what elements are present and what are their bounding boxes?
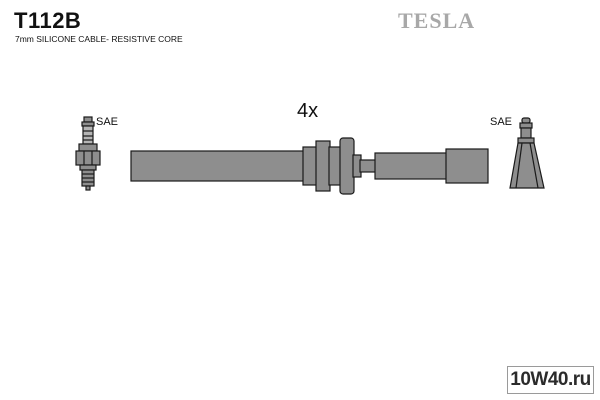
- cable-sleeve: [374, 152, 448, 180]
- ignition-cable: [130, 137, 489, 195]
- quantity-label: 4x: [297, 100, 319, 122]
- spark-plug-icon: [75, 116, 101, 191]
- right-connector-label: SAE: [490, 116, 513, 128]
- cable-boot-hex: [315, 140, 331, 192]
- cable-description: 7mm SILICONE CABLE- RESISTIVE CORE: [15, 34, 183, 44]
- cable-boot-ring: [339, 137, 355, 195]
- cable-boot-rear: [328, 146, 342, 186]
- left-connector-label: SAE: [96, 116, 119, 128]
- cable-boot-long: [130, 150, 306, 182]
- brand-logo: TESLA: [398, 8, 476, 33]
- cable-wire: [359, 159, 377, 173]
- cable-end-cap: [445, 148, 489, 184]
- cable-boot-collar: [302, 146, 318, 186]
- part-number: T112B: [14, 8, 82, 33]
- coil-terminal-icon: [509, 117, 545, 189]
- site-watermark: 10W40.ru: [507, 366, 594, 394]
